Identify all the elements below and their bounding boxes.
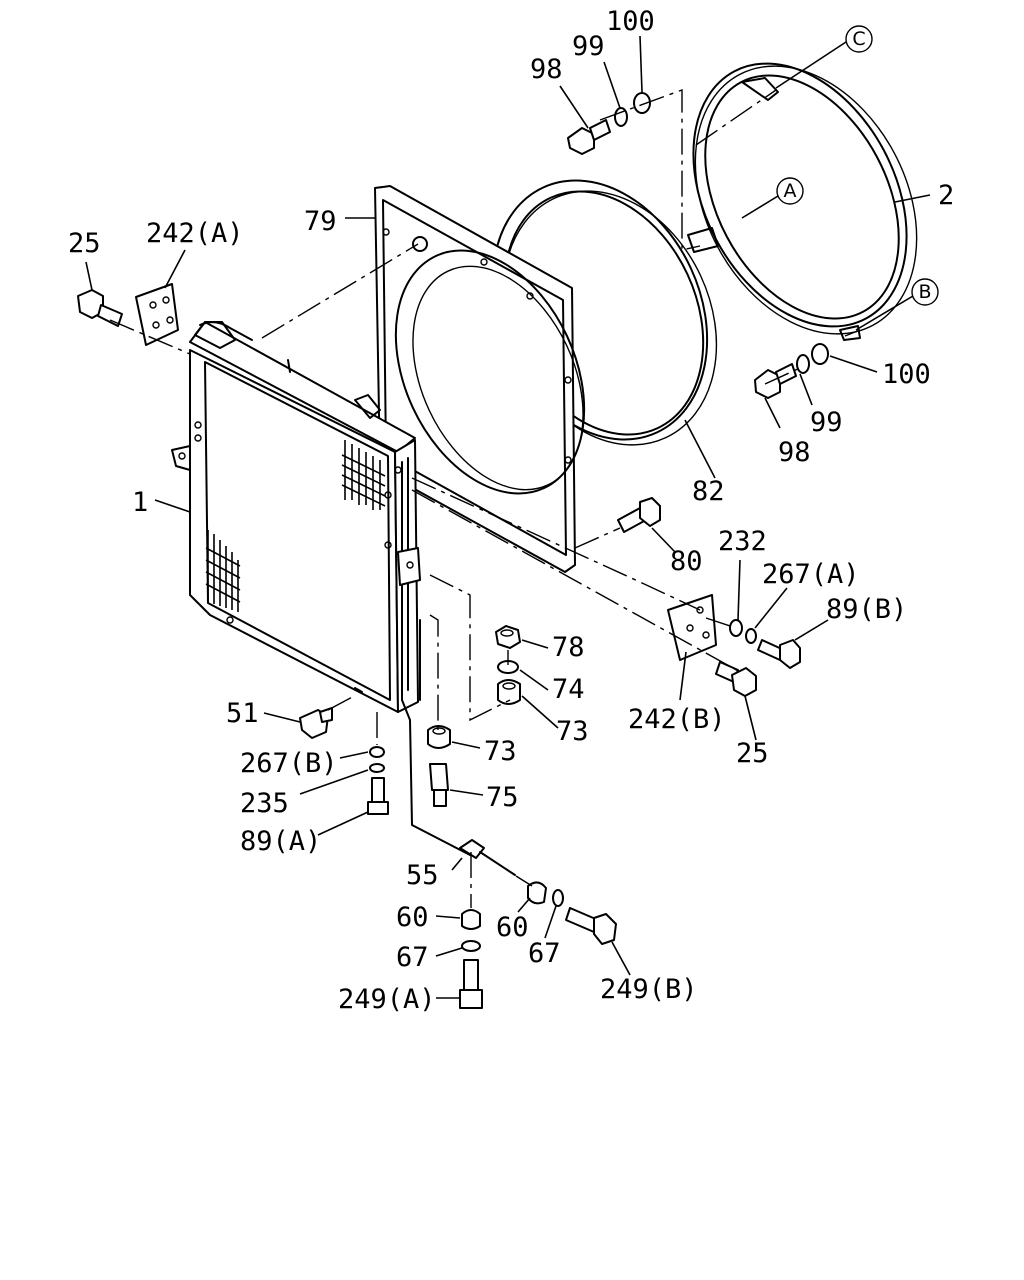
radiator-part-1: [171, 321, 419, 713]
washer-part-267b: [369, 746, 385, 758]
svg-text:C: C: [852, 28, 865, 50]
callout-73-left: 73: [484, 736, 517, 767]
callout-79: 79: [304, 206, 337, 237]
callout-25-right: 25: [736, 738, 769, 769]
callout-100-right: 100: [882, 359, 931, 390]
washer-part-100-top: [633, 92, 651, 114]
callout-249b: 249(B): [600, 974, 698, 1005]
callout-235: 235: [240, 788, 289, 819]
svg-text:A: A: [784, 180, 797, 202]
callout-73-right: 73: [556, 716, 589, 747]
drain-cock-part-51: [299, 707, 333, 739]
reference-marker-b: B: [911, 278, 939, 306]
washer-part-100-right: [811, 343, 829, 365]
callout-99-right: 99: [810, 407, 843, 438]
callout-2: 2: [938, 180, 954, 211]
callout-1: 1: [132, 487, 148, 518]
callout-89b: 89(B): [826, 594, 907, 625]
bolt-part-249b: [565, 907, 617, 945]
callout-100-top: 100: [606, 6, 655, 37]
callout-82: 82: [692, 476, 725, 507]
bolt-part-25-left: [77, 289, 123, 327]
washer-part-99-top: [614, 107, 628, 127]
bushing-part-60-left: [461, 909, 481, 930]
callout-74: 74: [552, 674, 585, 705]
fan-shroud-part-79: [374, 185, 586, 573]
spacer-part-232: [729, 619, 743, 637]
callout-267b: 267(B): [240, 748, 338, 779]
callout-67-right: 67: [528, 938, 561, 969]
stud-part-75: [429, 763, 449, 807]
nut-part-78: [495, 625, 521, 649]
bushing-part-73-left: [427, 725, 451, 749]
callout-267a: 267(A): [762, 559, 860, 590]
reference-marker-a: A: [776, 177, 804, 205]
bolt-part-89b: [757, 639, 801, 669]
callout-80: 80: [670, 546, 703, 577]
bushing-part-73-right: [497, 679, 521, 705]
svg-text:B: B: [918, 281, 931, 303]
bolt-part-80: [617, 497, 661, 533]
callout-labels: 100 99 98 2 79 242(A) 25 100 99 98 82 1 …: [68, 6, 954, 1015]
bolt-part-25-right: [715, 661, 757, 697]
bolt-part-89a: [367, 777, 389, 815]
reference-marker-c: C: [845, 25, 873, 53]
callout-78: 78: [552, 632, 585, 663]
callout-60-right: 60: [496, 912, 529, 943]
leader-lines: [85, 35, 931, 999]
fitting-part-55: [459, 839, 516, 876]
washer-part-67-left: [461, 940, 481, 952]
assembly-lines: [109, 88, 861, 908]
callout-55: 55: [406, 860, 439, 891]
fan-ring-part-2: [687, 62, 918, 341]
drain-pipe: [397, 547, 471, 856]
callout-98-right: 98: [778, 437, 811, 468]
washer-part-267a: [745, 628, 757, 644]
radiator-fin-mesh: [205, 440, 386, 612]
bolt-part-98-right: [754, 363, 797, 399]
callout-60-left: 60: [396, 902, 429, 933]
callout-99-top: 99: [572, 31, 605, 62]
callout-89a: 89(A): [240, 826, 321, 857]
bushing-part-60-right: [527, 881, 547, 905]
callout-98-top: 98: [530, 54, 563, 85]
callout-242b: 242(B): [628, 704, 726, 735]
washer-part-67-right: [552, 889, 564, 907]
callout-249a: 249(A): [338, 984, 436, 1015]
callout-67-left: 67: [396, 942, 429, 973]
bolt-part-98-top: [567, 119, 611, 155]
callout-242a: 242(A): [146, 218, 244, 249]
callout-232: 232: [718, 526, 767, 557]
callout-51: 51: [226, 698, 259, 729]
callout-25-left: 25: [68, 228, 101, 259]
bolt-part-249a: [459, 959, 483, 1009]
bracket-part-242a: [135, 283, 179, 346]
callout-75: 75: [486, 782, 519, 813]
washer-part-235: [369, 763, 385, 773]
washer-part-99-right: [796, 354, 810, 374]
bracket-part-242b: [667, 594, 717, 661]
